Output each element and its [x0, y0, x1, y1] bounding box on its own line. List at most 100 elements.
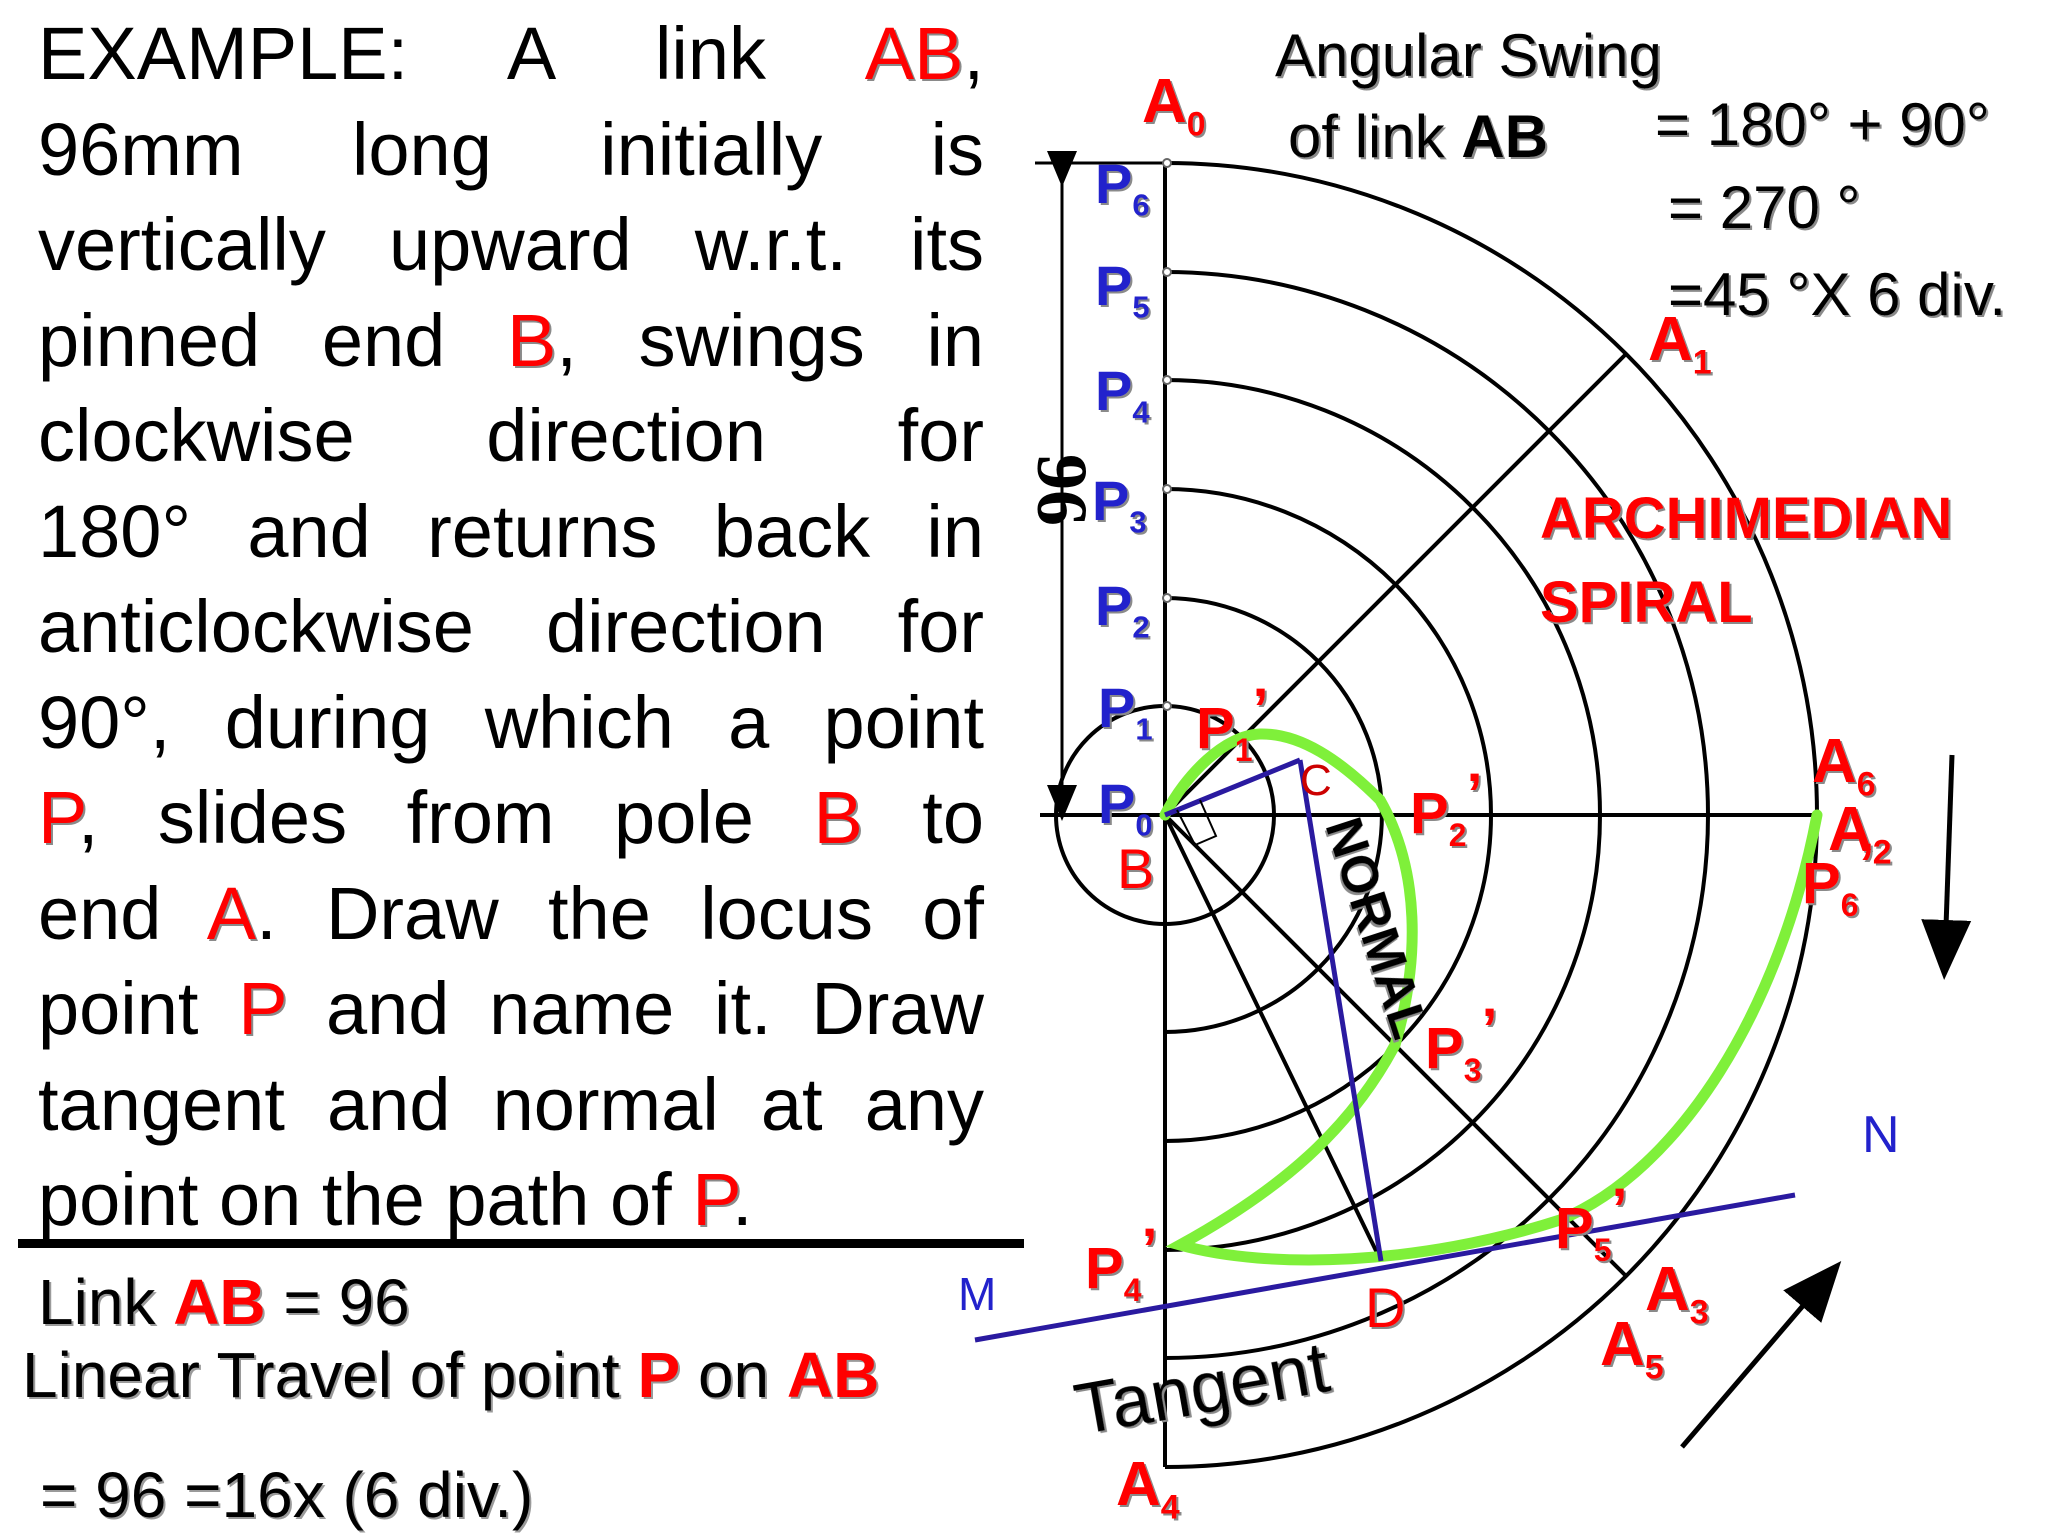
- word: is: [930, 107, 985, 191]
- word: locus: [700, 871, 873, 955]
- word: EXAMPLE:: [38, 12, 409, 95]
- tangent-line: [974, 1192, 1796, 1343]
- word: Draw: [325, 871, 499, 955]
- division-point-label: P2: [1095, 574, 1150, 644]
- linear-travel-line: Linear Travel of point P on AB: [22, 1339, 880, 1411]
- point-m: M: [958, 1268, 996, 1320]
- arc-point-label: A1: [1648, 305, 1712, 382]
- word: link: [654, 12, 766, 95]
- clockwise-arrow: [1921, 754, 1972, 980]
- division-point-label: P6: [1095, 152, 1150, 222]
- problem-line: 90°, during which a point: [38, 675, 984, 771]
- divider: [18, 1239, 1024, 1248]
- word: of: [922, 871, 984, 955]
- word: and: [325, 967, 450, 1050]
- word: initially: [600, 107, 823, 191]
- highlight-term: P: [692, 1158, 733, 1241]
- anticlockwise-arrow: [1680, 1261, 1842, 1449]
- swing-line2: of link AB: [1288, 103, 1548, 170]
- problem-line: 180° and returns back in: [38, 484, 984, 580]
- problem-line: point P and name it. Draw: [38, 961, 984, 1057]
- normal-tangent-construction: [974, 757, 1796, 1343]
- word: 96mm: [38, 107, 244, 191]
- tangent-label: Tangent: [1069, 1327, 1335, 1450]
- word: Draw: [811, 967, 984, 1050]
- problem-line: vertically upward w.r.t. its: [38, 197, 984, 293]
- word: on: [219, 1158, 302, 1241]
- problem-line: point on the path of P.: [38, 1152, 984, 1248]
- word: point: [38, 967, 199, 1050]
- word: back: [713, 489, 871, 573]
- word: from: [406, 776, 555, 859]
- arc-point-label: A4: [1116, 1450, 1180, 1527]
- link-length-line: Link AB = 96: [38, 1266, 410, 1338]
- word: 90°,: [38, 680, 171, 764]
- problem-line: tangent and normal at any: [38, 1057, 984, 1153]
- point-c: C: [1300, 756, 1332, 805]
- problem-statement: EXAMPLE: A link AB,96mm long initially i…: [38, 6, 984, 1248]
- word: a: [728, 680, 770, 764]
- word: direction: [545, 585, 826, 668]
- division-line: = 96 =16x (6 div.): [40, 1459, 534, 1531]
- word: swings: [638, 298, 865, 382]
- word: ,: [963, 12, 984, 95]
- highlight-term: P: [238, 967, 287, 1050]
- swing-title: Angular Swing: [1275, 22, 1662, 89]
- word: in: [926, 298, 985, 382]
- highlight-term: B: [507, 298, 557, 382]
- spiral-name-1: ARCHIMEDIAN: [1540, 486, 1952, 551]
- word: which: [484, 680, 674, 764]
- word: for: [897, 585, 984, 668]
- word: w.r.t.: [694, 203, 847, 286]
- division-point-label: P3: [1092, 469, 1147, 539]
- word: the: [321, 1158, 425, 1241]
- normal-line: [1297, 759, 1384, 1262]
- word: its: [910, 203, 984, 286]
- word: direction: [486, 394, 766, 477]
- division-point-label: P5: [1095, 254, 1150, 324]
- problem-line: EXAMPLE: A link AB,: [38, 6, 984, 102]
- arc-point-label: A0: [1142, 67, 1206, 144]
- point-labels: A0A1A6A2A3A5A4P6P5P4P3P2P1P0P1’P2’P3’P4’…: [1085, 67, 1892, 1527]
- point-b: B: [1117, 837, 1154, 900]
- word: end: [321, 298, 446, 382]
- locus-point-label: P1’: [1196, 677, 1269, 768]
- word: to: [922, 776, 984, 859]
- highlight-term: A: [206, 871, 257, 955]
- locus-point-label: P5’: [1555, 1177, 1628, 1268]
- spiral-name-2: SPIRAL: [1540, 570, 1753, 635]
- word: ,: [556, 298, 577, 382]
- locus-point-label: P3’: [1425, 997, 1498, 1088]
- word: 180°: [38, 489, 192, 573]
- word: long: [351, 107, 492, 191]
- word: slides: [157, 776, 348, 859]
- word: and: [247, 489, 371, 573]
- problem-line: 96mm long initially is: [38, 102, 984, 198]
- highlight-term: B: [813, 776, 863, 859]
- word: point: [823, 680, 985, 764]
- locus-point-label: P6’: [1802, 832, 1875, 923]
- arc-point-label: A2: [1828, 795, 1892, 872]
- word: in: [926, 489, 985, 573]
- problem-line: clockwise direction for: [38, 388, 984, 484]
- word: pinned: [38, 298, 261, 382]
- word: for: [897, 394, 984, 477]
- word: it.: [714, 967, 772, 1050]
- word: normal: [492, 1062, 719, 1146]
- word: ,: [77, 776, 99, 859]
- word: the: [547, 871, 651, 955]
- swing-eq2: = 270 °: [1668, 174, 1860, 241]
- word: upward: [388, 203, 632, 286]
- word: end: [38, 871, 162, 955]
- word: vertically: [38, 203, 326, 286]
- normal-label: NORMAL: [1314, 811, 1440, 1046]
- word: point: [38, 1158, 199, 1241]
- problem-line: P, slides from pole B to: [38, 770, 984, 866]
- word: path: [445, 1158, 590, 1241]
- line-b-c: [1164, 757, 1301, 818]
- swing-eq3: =45 °X 6 div.: [1668, 261, 2006, 328]
- word: during: [224, 680, 431, 764]
- locus-point-label: P2’: [1410, 762, 1483, 853]
- point-d: D: [1365, 1276, 1405, 1339]
